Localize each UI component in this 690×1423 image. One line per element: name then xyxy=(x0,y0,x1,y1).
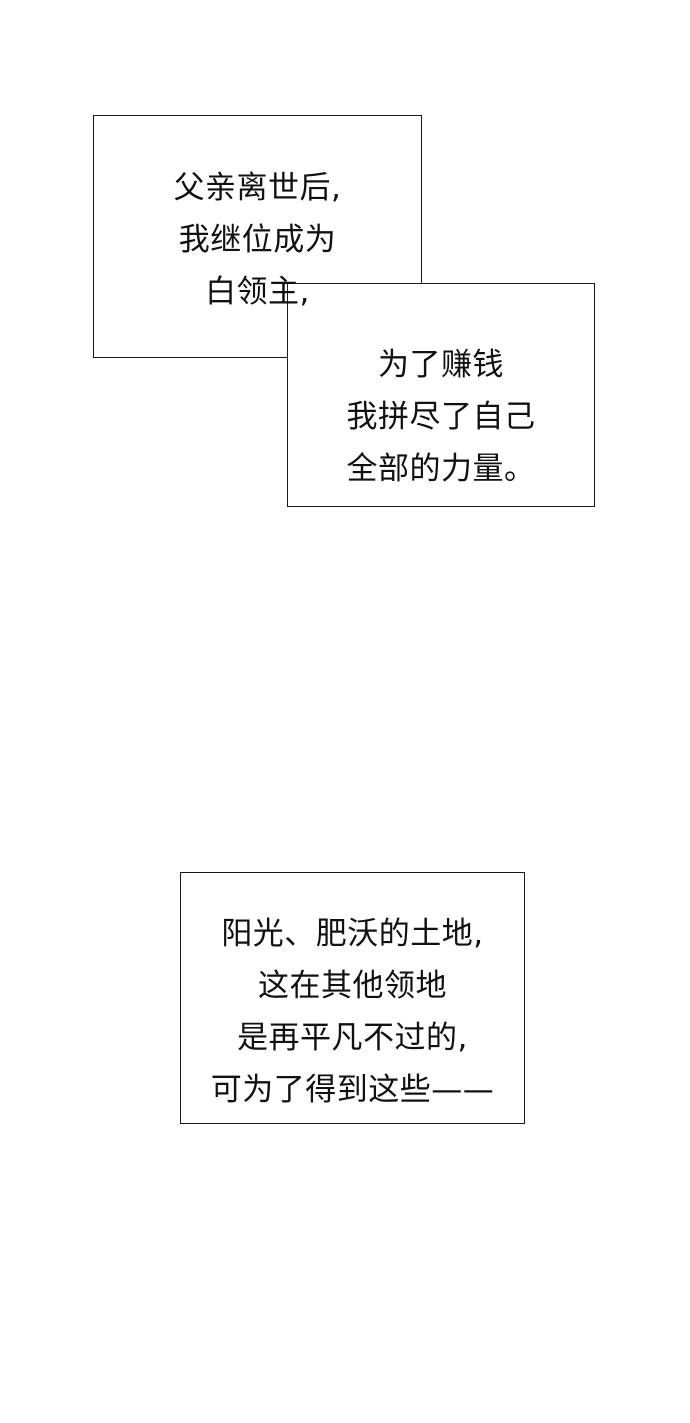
narration-box-3 xyxy=(180,872,525,1124)
narration-line: 我继位成为 xyxy=(178,222,337,258)
narration-line: 我拼尽了自己 xyxy=(346,399,536,435)
narration-line: 阳光、肥沃的土地, xyxy=(221,916,484,952)
narration-line: 全部的力量。 xyxy=(346,451,536,487)
narration-box-2 xyxy=(287,283,595,507)
narration-line: 父亲离世后, xyxy=(173,170,342,206)
narration-text-3: 阳光、肥沃的土地, 这在其他领地 是再平凡不过的, 可为了得到这些—— xyxy=(180,908,525,1116)
narration-text-1: 父亲离世后, 我继位成为 白领主, xyxy=(93,162,422,318)
narration-line: 为了赚钱 xyxy=(378,347,504,383)
narration-line: 这在其他领地 xyxy=(258,968,447,1004)
narration-text-2: 为了赚钱 我拼尽了自己 全部的力量。 xyxy=(287,339,595,495)
narration-line: 可为了得到这些—— xyxy=(210,1072,495,1108)
narration-line: 白领主, xyxy=(205,274,310,310)
narration-line: 是再平凡不过的, xyxy=(237,1020,468,1056)
